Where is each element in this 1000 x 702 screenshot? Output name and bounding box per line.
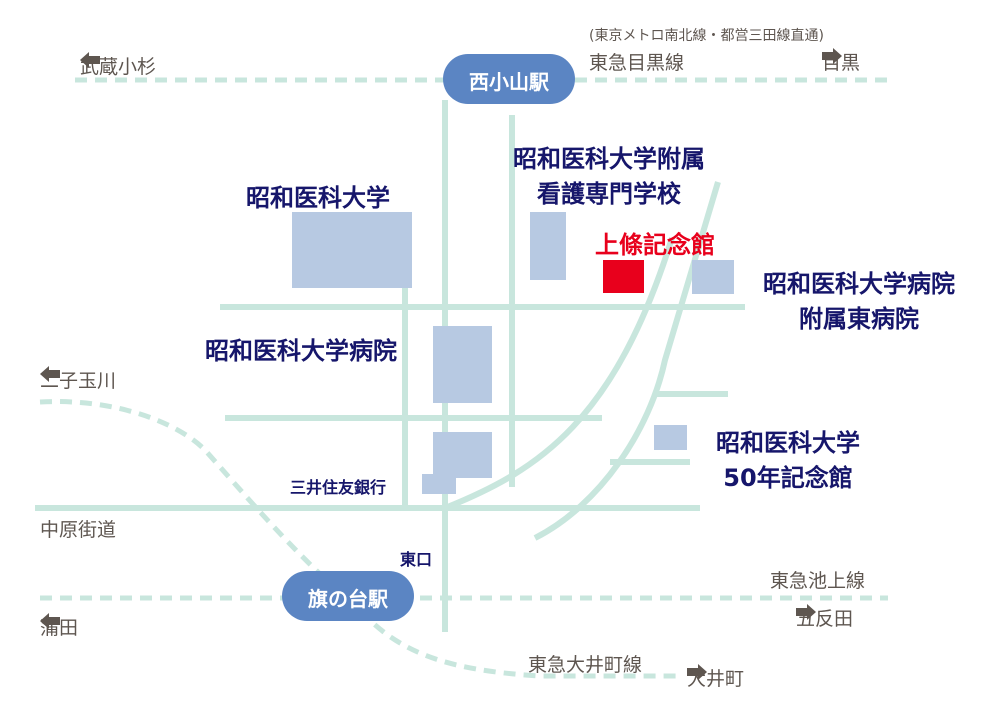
label-50th-memorial-line2: 50年記念館 (723, 464, 853, 492)
label-univ: 昭和医科大学 (246, 184, 390, 212)
nakahara-road-label: 中原街道 (40, 519, 117, 541)
direction-musashikosugi: 武蔵小杉 (80, 52, 156, 79)
building-kamijo-memorial (603, 260, 644, 293)
label-50th-memorial: 昭和医科大学 50年記念館 (705, 423, 871, 493)
label-50th-memorial-line1: 昭和医科大学 (716, 429, 860, 457)
label-nursing-school-line2: 看護専門学校 (537, 180, 681, 208)
label-nursing-school-line1: 昭和医科大学附属 (513, 145, 705, 173)
arrow-left-icon (40, 366, 60, 382)
arrow-right-icon (687, 664, 707, 680)
ikegami-line-label: 東急池上線 (770, 570, 866, 592)
arrow-right-icon (822, 48, 842, 64)
direction-gotanda: 五反田 (796, 604, 853, 631)
station-nishikoyama-label: 西小山駅 (469, 70, 549, 94)
station-hatanodai-pill (282, 571, 414, 621)
label-kamijo-memorial: 上條記念館 (595, 231, 715, 259)
direction-kamata: 蒲田 (40, 613, 78, 640)
road-curve-east (533, 181, 721, 541)
building-50th-memorial (654, 425, 687, 450)
road-curve-west (443, 237, 675, 511)
building-hospital-annex (433, 432, 492, 478)
station-hatanodai-label: 旗の台駅 (308, 587, 388, 611)
direction-futakotamagawa: 二子玉川 (40, 366, 116, 393)
building-univ (292, 212, 412, 288)
label-east-exit: 東口 (400, 550, 433, 569)
station-nishikoyama-pill (443, 54, 575, 104)
oimachi-line-label: 東急大井町線 (528, 654, 643, 676)
meguro-line-label: 東急目黒線 (589, 52, 685, 74)
building-east-hospital (692, 260, 734, 294)
arrow-left-icon (40, 613, 60, 629)
direction-meguro: 目黒 (822, 48, 860, 75)
oimachi-line-track (39, 399, 682, 679)
building-hospital (433, 326, 492, 403)
arrow-right-icon (796, 604, 816, 620)
label-east-hospital-line2: 附属東病院 (799, 305, 919, 333)
direction-oimachi: 大井町 (687, 664, 744, 691)
label-hospital: 昭和医科大学病院 (205, 337, 397, 365)
label-east-hospital-line1: 昭和医科大学病院 (763, 270, 955, 298)
arrow-left-icon (80, 52, 100, 68)
building-nursing-school (530, 212, 566, 280)
label-nursing-school: 昭和医科大学附属 看護専門学校 (496, 139, 722, 209)
label-east-hospital: 昭和医科大学病院 附属東病院 (746, 264, 972, 334)
building-smbc (422, 474, 456, 494)
label-smbc: 三井住友銀行 (290, 478, 387, 497)
meguro-line-note: (東京メトロ南北線・都営三田線直通) (589, 28, 824, 44)
